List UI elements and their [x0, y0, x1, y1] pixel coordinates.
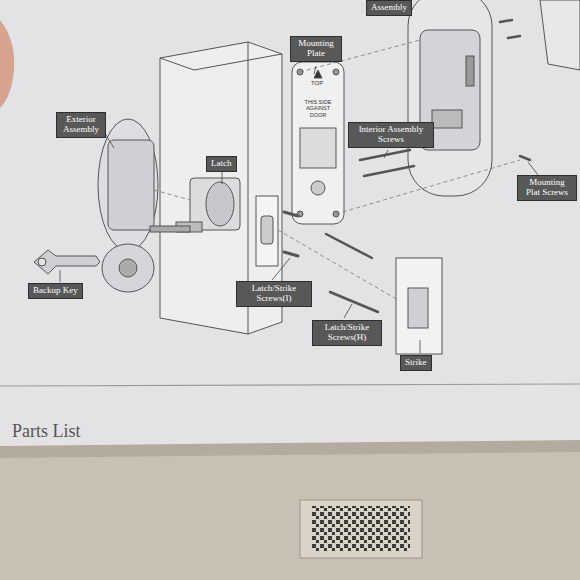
part-label: Latch/Strike Screws(H)	[317, 323, 377, 343]
qr-code	[312, 506, 410, 552]
strike-screw-h	[326, 234, 372, 258]
door-top	[160, 54, 282, 70]
part-label: Mounting Plat Screws	[522, 178, 572, 198]
paper-edge-shadow	[0, 440, 580, 458]
mounting-plate	[292, 62, 344, 224]
interior-screw	[364, 166, 414, 176]
callout-box: Assembly	[366, 0, 412, 16]
callout-box: Mounting Plat Screws	[517, 175, 577, 201]
leader-line	[384, 150, 388, 158]
keyhole	[119, 259, 137, 277]
leader-line	[60, 270, 61, 282]
interior-screw	[500, 20, 512, 22]
keypad	[108, 140, 154, 230]
finger	[0, 20, 14, 108]
part-label: Exterior Assembly	[61, 115, 101, 135]
top-arrow	[314, 70, 322, 78]
part-label: Interior Assembly Screws	[353, 125, 429, 145]
latch-face	[206, 182, 234, 226]
part-label: Strike	[405, 358, 427, 368]
leader-line	[272, 258, 290, 280]
part-label: Backup Key	[33, 286, 78, 296]
strike-plate	[396, 258, 442, 354]
mounting-plate-hole	[311, 181, 325, 195]
exterior-rose	[98, 119, 158, 251]
strike-screw-h	[330, 292, 378, 312]
leader-line	[528, 162, 538, 175]
rule-line	[0, 384, 580, 386]
callout-box: Mounting Plate	[290, 36, 342, 62]
latch-screw-i	[284, 252, 298, 256]
callout-box: Latch/Strike Screws(I)	[236, 281, 312, 307]
callout-box: Latch	[206, 156, 237, 172]
section-heading: Parts List	[12, 421, 81, 442]
callout-box: Backup Key	[28, 283, 83, 299]
leader-line	[344, 304, 352, 318]
strike-opening	[408, 288, 428, 328]
leader-line	[420, 340, 421, 353]
leader-line	[314, 66, 316, 74]
callout-box: Exterior Assembly	[56, 112, 106, 138]
latch-faceplate	[256, 196, 278, 266]
mounting-plate-window	[300, 128, 336, 168]
callout-box: Strike	[400, 355, 432, 371]
latch-screw-i	[284, 212, 298, 216]
interior-screw	[508, 36, 520, 38]
part-label: Latch/Strike Screws(I)	[241, 284, 307, 304]
deadbolt-cylinder	[102, 244, 154, 292]
mounting-plate-screw	[520, 156, 530, 160]
interior-assembly	[408, 0, 492, 196]
part-label: Assembly	[371, 3, 407, 13]
interior-screw	[360, 150, 410, 160]
plate-marking: THIS SIDE AGAINST DOOR	[301, 99, 335, 118]
part-label: Mounting Plate	[295, 39, 337, 59]
callout-box: Interior Assembly Screws	[348, 122, 434, 148]
part-label: Latch	[211, 159, 232, 169]
paper-sheet	[0, 0, 580, 448]
callout-box: Latch/Strike Screws(H)	[312, 320, 382, 346]
backup-key	[34, 250, 100, 274]
latch-bolt-hole	[261, 216, 273, 244]
leader-line	[222, 172, 223, 184]
plate-marking: TOP	[311, 80, 323, 86]
tailpiece	[150, 226, 190, 232]
battery-cover	[540, 0, 580, 70]
qr-frame	[300, 500, 422, 558]
